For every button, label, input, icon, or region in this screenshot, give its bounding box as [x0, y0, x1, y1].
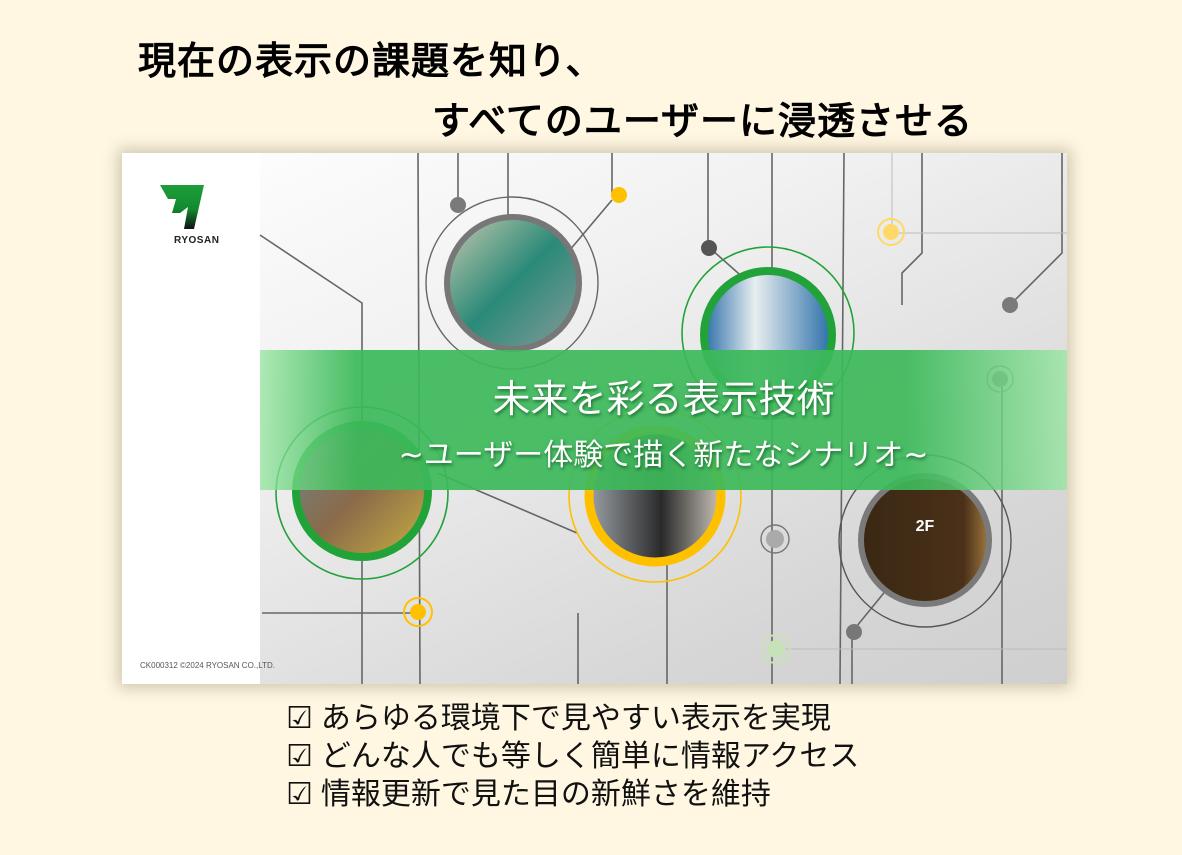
- banner-title: 未来を彩る表示技術: [492, 377, 835, 421]
- checkbox-icon: ☑: [286, 777, 313, 812]
- logo-text: RYOSAN: [174, 235, 220, 246]
- bullet-item: ☑情報更新で見た目の新鮮さを維持: [286, 776, 859, 814]
- svg-text:2F: 2F: [916, 518, 935, 535]
- title-banner: 未来を彩る表示技術 ~ユーザー体験で描く新たなシナリオ~: [260, 350, 1067, 490]
- copyright-text: CK000312 ©2024 RYOSAN CO.,LTD.: [140, 661, 275, 670]
- slide-image: RYOSAN: [122, 153, 1067, 684]
- bullet-item: ☑どんな人でも等しく簡単に情報アクセス: [286, 738, 859, 776]
- bullet-item: ☑あらゆる環境下で見やすい表示を実現: [286, 700, 859, 738]
- bullet-text: あらゆる環境下で見やすい表示を実現: [320, 701, 831, 736]
- heading-line-2: すべてのユーザーに浸透させる: [432, 99, 974, 143]
- bullet-list: ☑あらゆる環境下で見やすい表示を実現 ☑どんな人でも等しく簡単に情報アクセス ☑…: [286, 700, 859, 814]
- checkbox-icon: ☑: [286, 739, 313, 774]
- heading-line-1: 現在の表示の課題を知り、: [138, 39, 605, 83]
- slide-left-panel: [122, 153, 260, 684]
- ryosan-logo-icon: [160, 185, 204, 229]
- photo-elevator-panel: [858, 473, 992, 607]
- photo-ticket-gates: [444, 214, 582, 352]
- bullet-text: 情報更新で見た目の新鮮さを維持: [320, 777, 771, 812]
- checkbox-icon: ☑: [286, 701, 313, 736]
- banner-subtitle: ~ユーザー体験で描く新たなシナリオ~: [398, 438, 929, 473]
- bullet-text: どんな人でも等しく簡単に情報アクセス: [320, 739, 860, 774]
